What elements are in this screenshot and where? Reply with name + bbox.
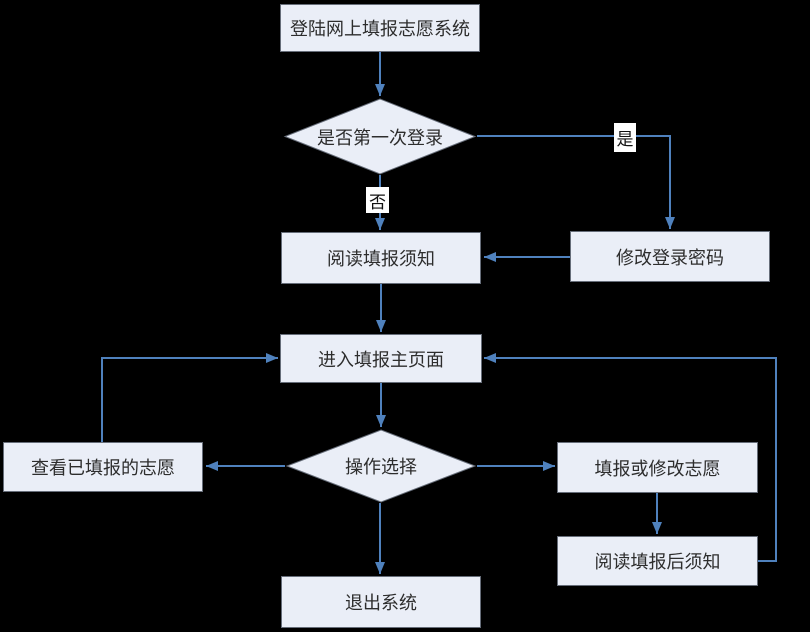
arrow-first-login-yes-to-change-password xyxy=(477,135,675,229)
node-main-page-label: 进入填报主页面 xyxy=(318,349,444,370)
decision-first-login-shape xyxy=(283,98,477,175)
node-exit-system-label: 退出系统 xyxy=(345,593,417,613)
node-read-notes: 阅读填报须知 xyxy=(281,232,481,284)
node-main-page: 进入填报主页面 xyxy=(280,334,482,383)
decision-operation-choice: 操作选择 xyxy=(285,429,477,503)
node-view-volunteers: 查看已填报的志愿 xyxy=(3,442,203,492)
node-login: 登陆网上填报志愿系统 xyxy=(280,4,480,52)
node-view-volunteers-label: 查看已填报的志愿 xyxy=(31,458,175,478)
node-read-after-notes: 阅读填报后须知 xyxy=(557,536,758,586)
arrow-read-after-notes-loop-to-main-page xyxy=(484,353,777,562)
node-exit-system: 退出系统 xyxy=(281,576,481,628)
decision-operation-choice-shape xyxy=(285,429,477,503)
node-fill-modify-label: 填报或修改志愿 xyxy=(594,458,721,479)
decision-operation-choice-label: 操作选择 xyxy=(345,457,417,477)
node-login-label: 登陆网上填报志愿系统 xyxy=(290,19,470,39)
decision-first-login-label: 是否第一次登录 xyxy=(317,127,443,148)
node-read-notes-label: 阅读填报须知 xyxy=(327,249,435,269)
node-fill-modify: 填报或修改志愿 xyxy=(557,442,758,493)
node-change-password-label: 修改登录密码 xyxy=(616,247,724,268)
arrow-view-volunteers-loop-to-main-page xyxy=(101,353,278,442)
edge-label-no: 否 xyxy=(366,187,389,213)
decision-first-login: 是否第一次登录 xyxy=(283,98,477,175)
node-read-after-notes-label: 阅读填报后须知 xyxy=(594,552,721,572)
node-change-password: 修改登录密码 xyxy=(570,231,770,282)
edge-label-yes: 是 xyxy=(614,123,636,152)
